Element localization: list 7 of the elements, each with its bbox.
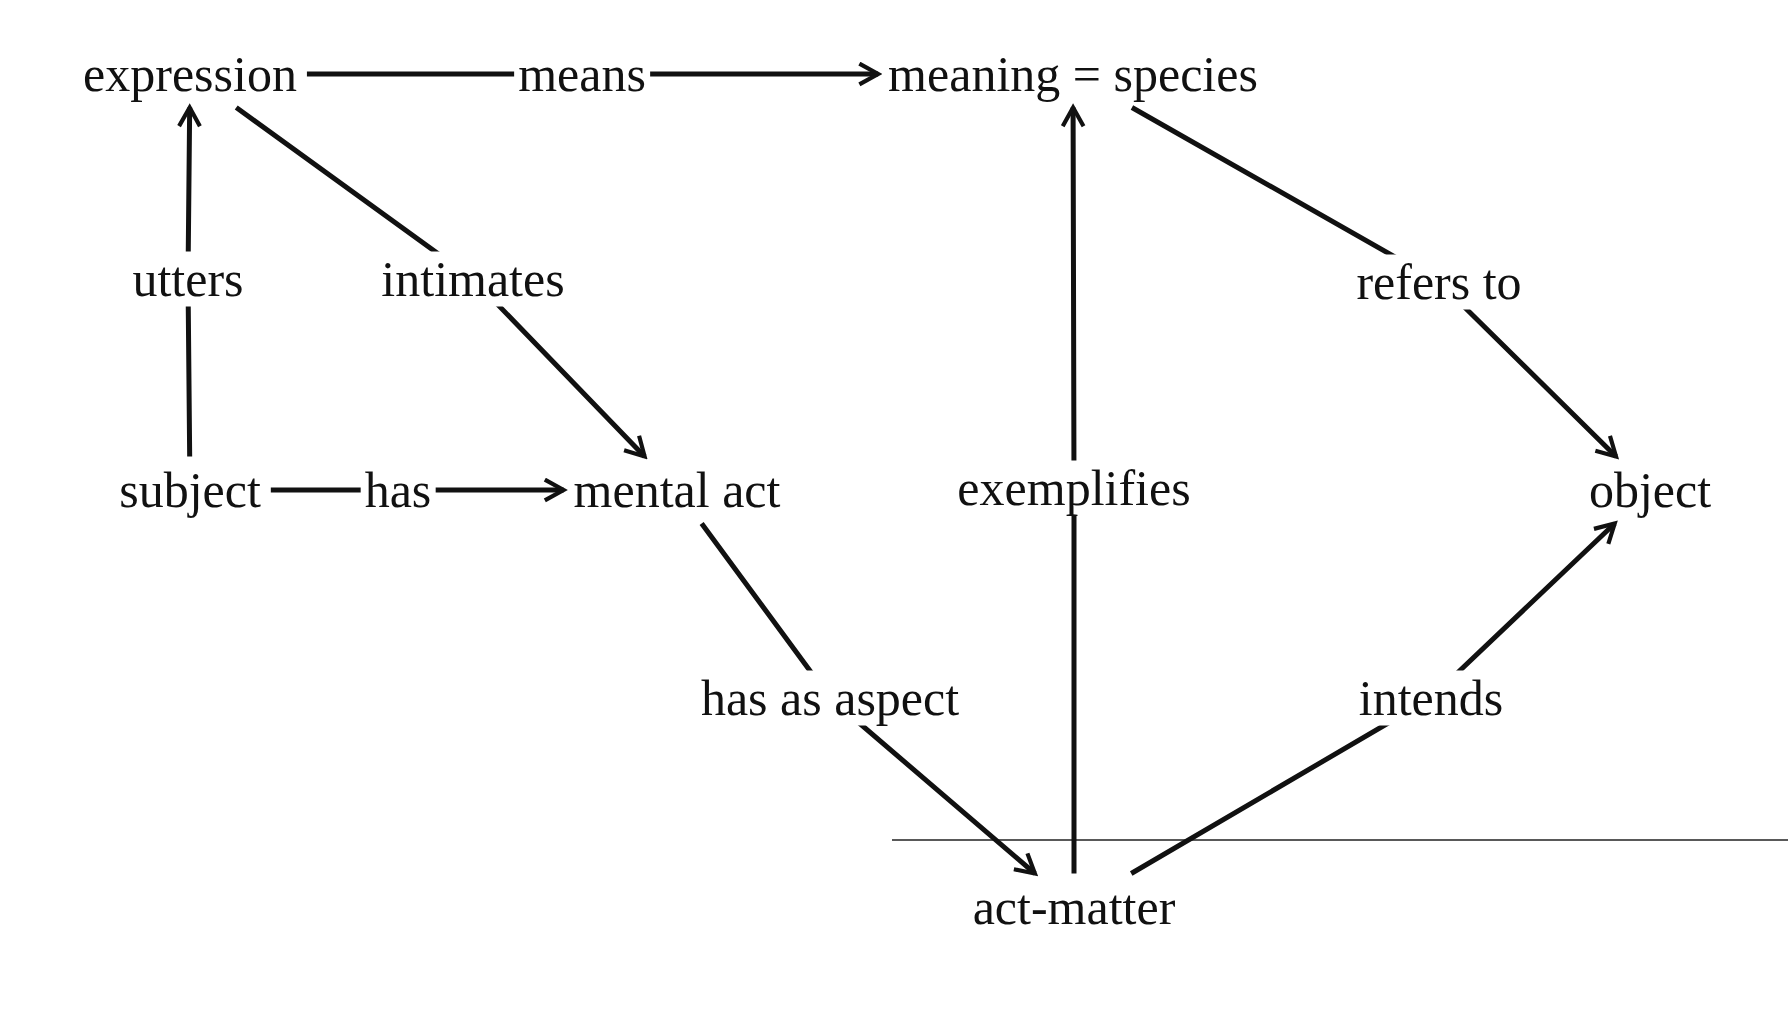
arrow	[1060, 105, 1086, 874]
concept-label: subject	[119, 462, 261, 518]
concept-label: meaning = species	[888, 46, 1258, 102]
concept-label: act-matter	[972, 879, 1176, 935]
concept-label: mental act	[573, 462, 781, 518]
concept-label: expression	[83, 46, 297, 102]
concept-label: object	[1588, 462, 1712, 518]
